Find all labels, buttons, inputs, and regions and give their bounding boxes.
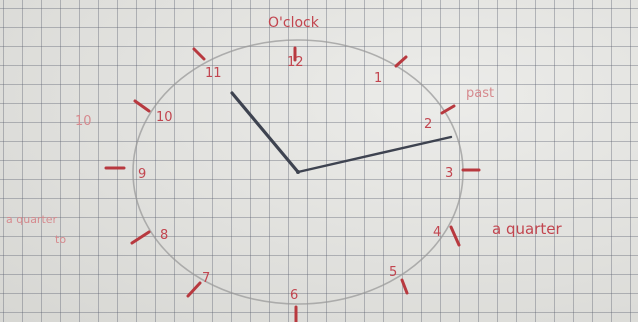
label-quarter-left: a quarter — [6, 213, 58, 226]
label-oclock: O'clock — [268, 15, 320, 31]
clock-hands — [230, 91, 453, 174]
minute-hand — [296, 135, 453, 174]
label-past: past — [466, 86, 494, 101]
numeral-12: 12 — [287, 55, 304, 70]
tick-1 — [394, 55, 408, 68]
numeral-2: 2 — [424, 117, 432, 132]
numeral-5: 5 — [389, 265, 397, 280]
tick-10 — [133, 99, 151, 113]
numeral-9: 9 — [138, 167, 146, 182]
numeral-4: 4 — [433, 225, 441, 240]
tick-7 — [186, 281, 202, 298]
tick-11 — [192, 47, 206, 61]
label-quarter-left-to: to — [55, 233, 66, 246]
numeral-7: 7 — [202, 271, 210, 286]
numeral-10: 10 — [156, 110, 173, 125]
numeral-6: 6 — [290, 288, 298, 303]
tick-8 — [130, 230, 151, 245]
tick-2 — [440, 104, 456, 115]
tick-marks — [104, 46, 481, 322]
tick-5 — [400, 278, 409, 295]
numeral-11: 11 — [205, 66, 222, 81]
label-ten-left: 10 — [75, 114, 92, 129]
numeral-8: 8 — [160, 228, 168, 243]
hour-hand — [230, 91, 300, 174]
tick-4 — [449, 225, 461, 247]
label-quarter-right: a quarter — [492, 220, 562, 238]
hand-pivot — [296, 170, 300, 174]
numeral-1: 1 — [374, 71, 382, 86]
clock-face-circle — [132, 39, 464, 305]
clock-numerals: 12 1 2 3 4 5 6 7 8 9 10 11 — [138, 55, 453, 303]
numeral-3: 3 — [445, 166, 453, 181]
